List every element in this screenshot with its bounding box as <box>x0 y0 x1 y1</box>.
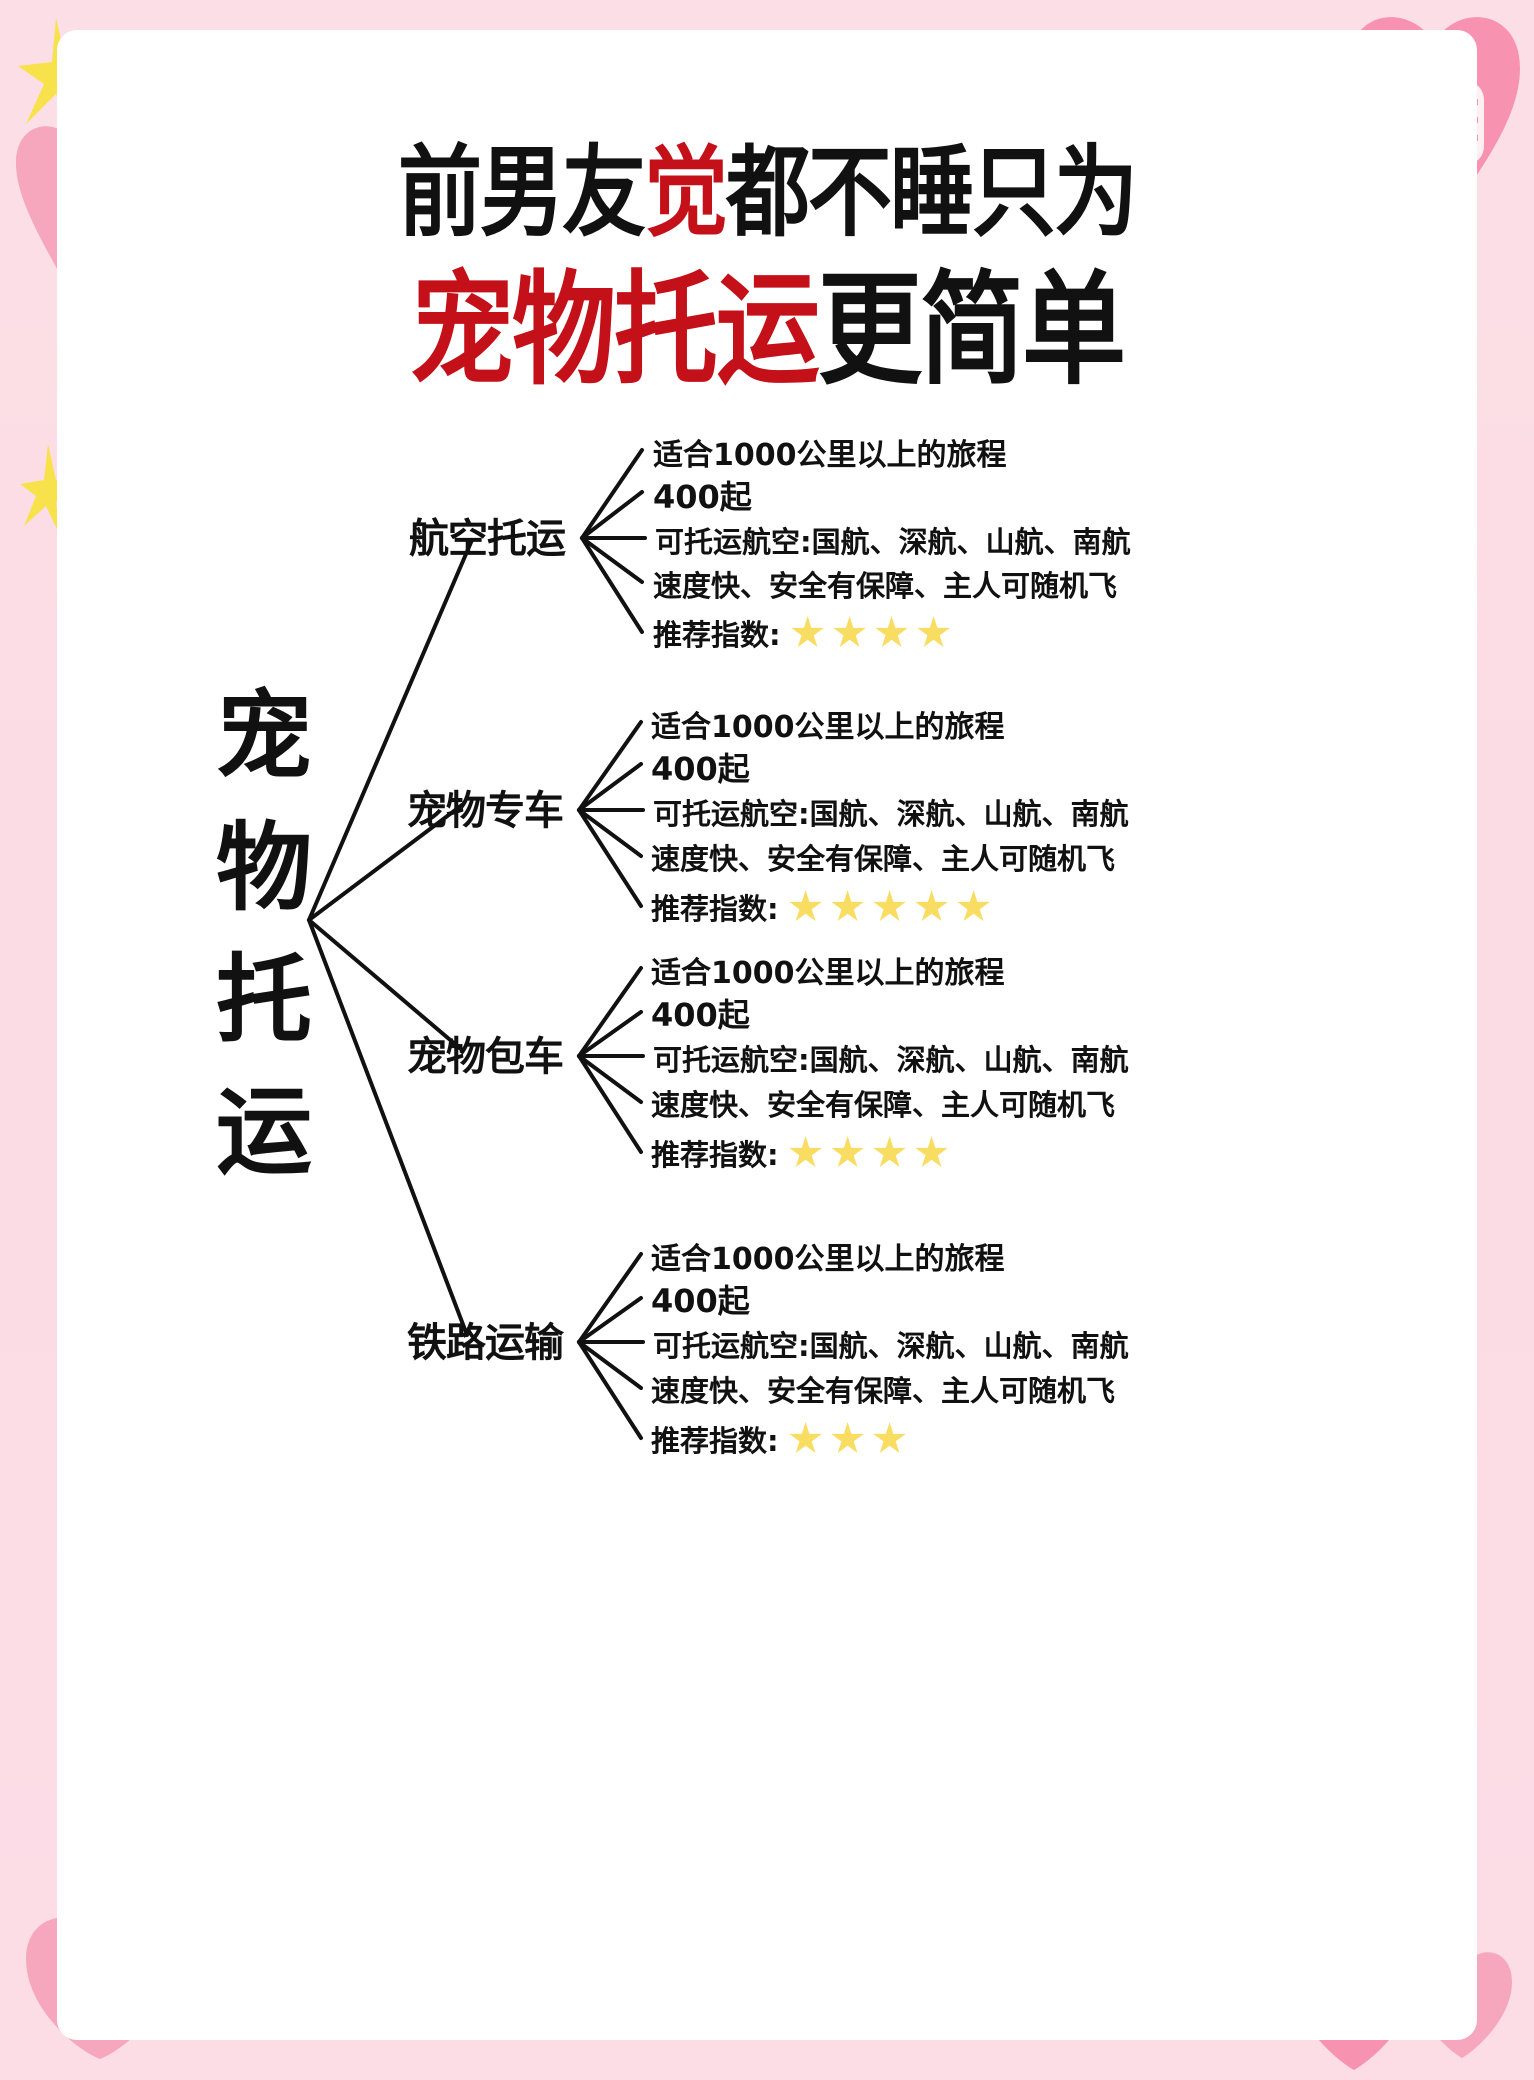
detail-text: 可托运航空:国航、深航、山航、南航 <box>653 1043 1129 1077</box>
star-icon <box>875 616 908 647</box>
branch-label-1[interactable]: 宠物专车 <box>407 788 564 834</box>
star-icon <box>873 890 906 921</box>
branch-2-detail-2: 可托运航空:国航、深航、山航、南航 <box>653 1037 1129 1079</box>
detail-text: 400起 <box>651 1282 750 1320</box>
headline-subject-highlight: 宠物托运 <box>409 258 820 403</box>
poster-card: 前男友觉都不睡只为 宠物托运更简单 <box>57 30 1477 2040</box>
branch-0-detail-1: 400起 <box>653 472 752 518</box>
star-icon <box>789 1422 822 1453</box>
branch-0-detail-3: 速度快、安全有保障、主人可随机飞 <box>653 563 1117 605</box>
mindmap: 宠物托运 航空托运 适合1000公里以上的旅程 400起 可托运航空:国航、深航… <box>57 30 1477 2040</box>
headline-line-2: 宠物托运更简单 <box>57 264 1477 396</box>
star-icon <box>957 890 990 921</box>
branch-label-2[interactable]: 宠物包车 <box>407 1034 564 1080</box>
detail-text: 可托运航空:国航、深航、山航、南航 <box>653 797 1129 831</box>
star-rating-0 <box>791 616 959 650</box>
detail-text: 适合1000公里以上的旅程 <box>653 438 1007 473</box>
headline-line-1: 前男友觉都不睡只为 <box>57 138 1477 247</box>
star-icon <box>915 1136 948 1167</box>
branch-label-0[interactable]: 航空托运 <box>409 516 566 562</box>
branch-0-detail-2: 可托运航空:国航、深航、山航、南航 <box>655 519 1131 561</box>
branch-label-3[interactable]: 铁路运输 <box>407 1320 564 1366</box>
headline-text-highlight: 觉 <box>643 134 728 251</box>
star-icon <box>831 1136 864 1167</box>
branch-0-rating: 推荐指数: <box>653 612 959 654</box>
branch-2-rating: 推荐指数: <box>651 1132 957 1174</box>
star-icon <box>831 1422 864 1453</box>
star-icon <box>789 890 822 921</box>
detail-text: 400起 <box>653 478 752 516</box>
page-title: 前男友觉都不睡只为 宠物托运更简单 <box>57 138 1477 396</box>
headline-subject-rest: 更简单 <box>818 258 1126 403</box>
branch-1-detail-3: 速度快、安全有保障、主人可随机飞 <box>651 836 1115 878</box>
mindmap-root-label: 宠物托运 <box>216 680 312 1188</box>
detail-text: 可托运航空:国航、深航、山航、南航 <box>655 525 1131 559</box>
star-icon <box>873 1422 906 1453</box>
detail-text: 400起 <box>651 996 750 1034</box>
star-icon <box>873 1136 906 1167</box>
branch-1-detail-2: 可托运航空:国航、深航、山航、南航 <box>653 791 1129 833</box>
rating-label: 推荐指数: <box>653 618 781 652</box>
star-icon <box>831 890 864 921</box>
star-rating-2 <box>789 1136 957 1170</box>
star-icon <box>915 890 948 921</box>
branch-2-detail-3: 速度快、安全有保障、主人可随机飞 <box>651 1082 1115 1124</box>
branch-3-detail-2: 可托运航空:国航、深航、山航、南航 <box>653 1323 1129 1365</box>
star-icon <box>833 616 866 647</box>
star-icon <box>789 1136 822 1167</box>
branch-3-detail-1: 400起 <box>651 1276 750 1322</box>
headline-text-suffix: 都不睡只为 <box>726 134 1138 251</box>
branch-2-detail-0: 适合1000公里以上的旅程 <box>651 948 1005 992</box>
branch-1-detail-1: 400起 <box>651 744 750 790</box>
detail-text: 可托运航空:国航、深航、山航、南航 <box>653 1329 1129 1363</box>
star-rating-3 <box>789 1422 915 1456</box>
sparkle-icon-left <box>20 444 86 540</box>
star-icon <box>791 616 824 647</box>
rating-label: 推荐指数: <box>651 1138 779 1172</box>
detail-text: 速度快、安全有保障、主人可随机飞 <box>651 842 1116 876</box>
rating-label: 推荐指数: <box>651 1424 779 1458</box>
mindmap-connector-lines <box>307 448 647 1440</box>
detail-text: 适合1000公里以上的旅程 <box>651 1242 1005 1277</box>
rating-label: 推荐指数: <box>651 892 779 926</box>
detail-text: 速度快、安全有保障、主人可随机飞 <box>651 1374 1116 1408</box>
detail-text: 速度快、安全有保障、主人可随机飞 <box>651 1088 1116 1122</box>
branch-3-detail-3: 速度快、安全有保障、主人可随机飞 <box>651 1368 1115 1410</box>
detail-text: 速度快、安全有保障、主人可随机飞 <box>653 569 1118 603</box>
detail-text: 适合1000公里以上的旅程 <box>651 956 1005 991</box>
star-rating-1 <box>789 890 999 924</box>
star-icon <box>917 616 950 647</box>
branch-0-detail-0: 适合1000公里以上的旅程 <box>653 430 1007 474</box>
branch-3-rating: 推荐指数: <box>651 1418 915 1460</box>
branch-3-detail-0: 适合1000公里以上的旅程 <box>651 1234 1005 1278</box>
detail-text: 400起 <box>651 750 750 788</box>
branch-1-detail-0: 适合1000公里以上的旅程 <box>651 702 1005 746</box>
headline-text-prefix: 前男友 <box>397 134 646 251</box>
branch-2-detail-1: 400起 <box>651 990 750 1036</box>
detail-text: 适合1000公里以上的旅程 <box>651 710 1005 745</box>
branch-1-rating: 推荐指数: <box>651 886 999 928</box>
